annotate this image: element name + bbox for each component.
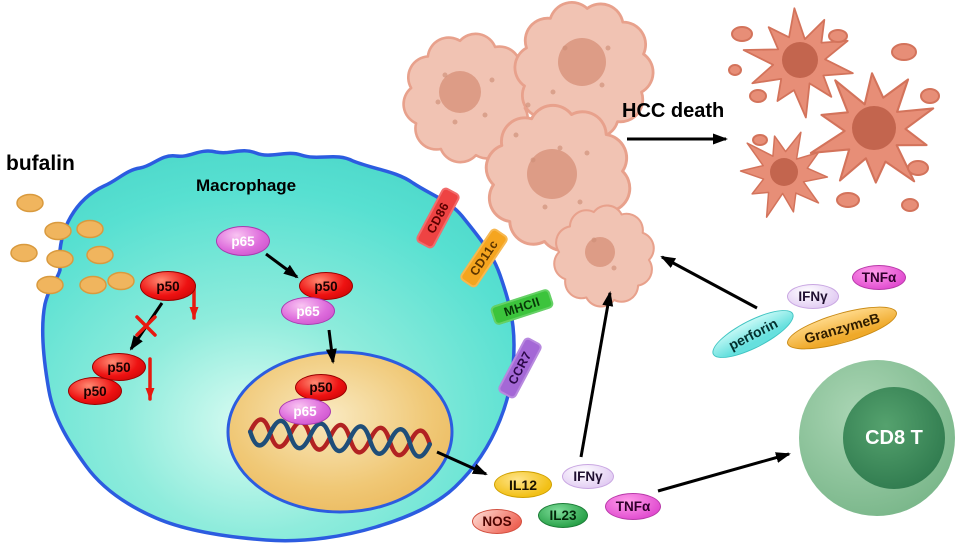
- cd8-t-cell-label: CD8 T: [865, 426, 923, 449]
- effector-ifn-gamma: IFNγ: [787, 284, 839, 309]
- bufalin-label: bufalin: [6, 152, 75, 175]
- cd8-t-cell: CD8 T: [799, 360, 955, 516]
- p65-free-molecule: p65: [216, 226, 270, 256]
- p50-molecule: p50: [140, 271, 196, 301]
- hcc-cell-nuclei: [439, 38, 615, 267]
- effector-tnf-alpha: TNFα: [852, 265, 906, 290]
- hcc-cell-speckles: [435, 45, 617, 271]
- nuclear-p50: p50: [295, 374, 347, 401]
- p50-p65-complex-p50: p50: [299, 272, 353, 300]
- dead-hcc-cells: [718, 0, 956, 238]
- cytokine-il23: IL23: [538, 503, 588, 528]
- p50-p65-complex-p65: p65: [281, 297, 335, 325]
- cytokine-nos: NOS: [472, 509, 522, 534]
- macrophage-nucleus: [226, 350, 454, 514]
- cytokine-tnf-alpha: TNFα: [605, 493, 661, 520]
- nuclear-p65: p65: [279, 398, 331, 425]
- bufalin-molecules: [10, 193, 135, 295]
- inhibition-cross-icon: [135, 315, 157, 337]
- p50-homodimer-bottom: p50: [68, 377, 122, 405]
- hcc-death-label: HCC death: [622, 100, 725, 122]
- p50-homodimer-top: p50: [92, 353, 146, 381]
- dead-cell-nuclei: [770, 42, 896, 186]
- cd8-t-cell-nucleus: CD8 T: [843, 387, 945, 489]
- macrophage-label: Macrophage: [196, 176, 297, 195]
- cytokine-il12: IL12: [494, 471, 552, 498]
- dna-helix: [247, 417, 433, 459]
- cytokine-ifn-gamma: IFNγ: [562, 464, 614, 489]
